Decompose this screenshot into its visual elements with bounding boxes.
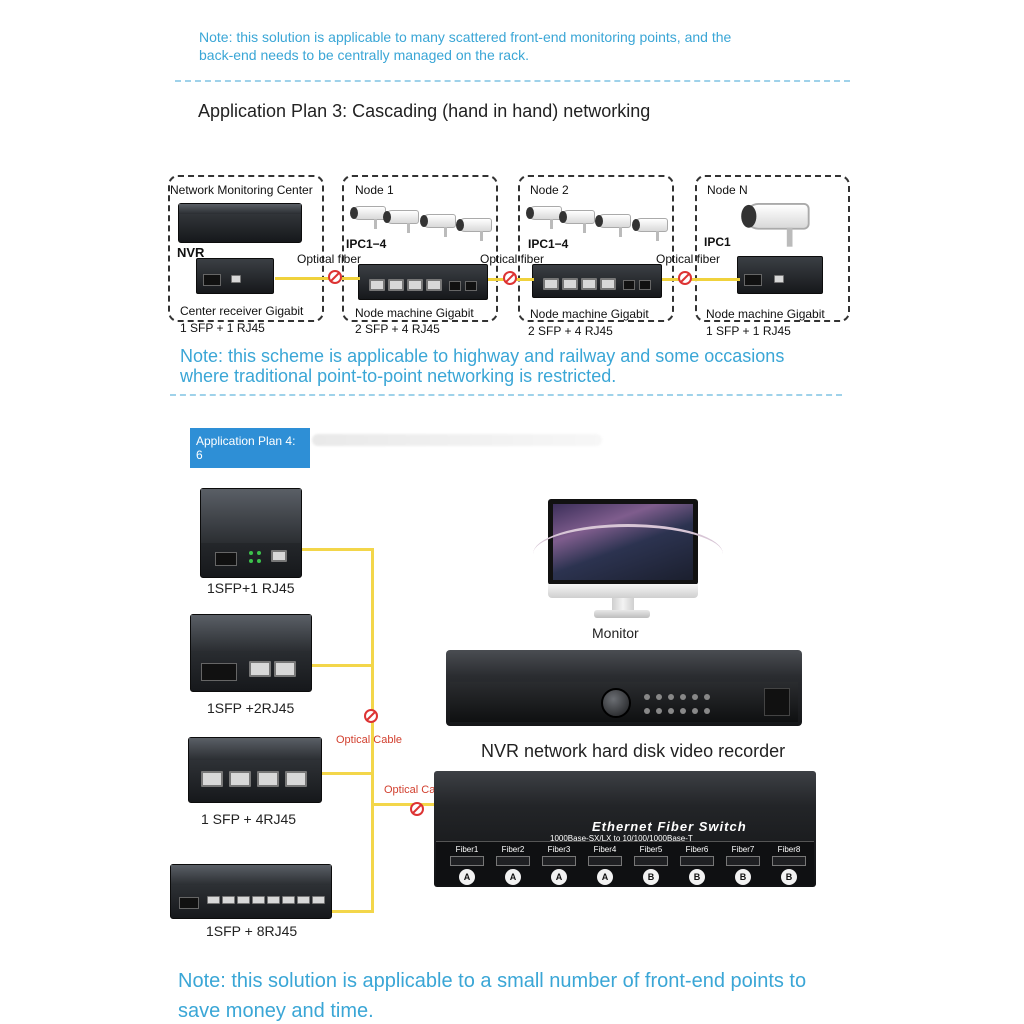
- media-converter-1sfp-1rj45: [200, 488, 302, 578]
- ethernet-fiber-switch: Ethernet Fiber Switch 1000Base-SX/LX to …: [434, 771, 816, 887]
- center-spec: 1 SFP + 1 RJ45: [180, 321, 265, 335]
- cable-segment: [300, 548, 372, 551]
- fiber-label-2: Optical fiber: [480, 252, 545, 266]
- fiber-link-icon: [678, 271, 692, 285]
- node1-heading: Node 1: [355, 183, 394, 197]
- device2-caption: 1SFP +2RJ45: [207, 700, 295, 716]
- center-heading: Network Monitoring Center: [170, 183, 313, 197]
- node2-switch: [532, 264, 662, 298]
- switch-1sfp-4rj45: [188, 737, 322, 803]
- fiber-label-1: Optical fiber: [297, 252, 362, 266]
- center-device-label: Center receiver Gigabit: [180, 304, 304, 318]
- node2-spec: 2 SFP + 4 RJ45: [528, 324, 613, 338]
- nodeN-device: [737, 256, 823, 294]
- nodeN-device-label: Node machine Gigabit: [706, 307, 825, 321]
- node2-device-label: Node machine Gigabit: [530, 307, 649, 321]
- device1-caption: 1SFP+1 RJ45: [207, 580, 295, 596]
- fiber-port-tag: B: [689, 869, 705, 885]
- fiber-port-tag: B: [781, 869, 797, 885]
- plan3-note-line2: where traditional point-to-point network…: [180, 366, 617, 386]
- node2-box: [518, 175, 674, 322]
- cable-icon: [410, 802, 424, 816]
- monitor-chin: [548, 584, 698, 598]
- nvr-label: NVR: [177, 245, 205, 260]
- nodeN-spec: 1 SFP + 1 RJ45: [706, 324, 791, 338]
- top-note-line1: Note: this solution is applicable to man…: [199, 29, 732, 45]
- top-note: Note: this solution is applicable to man…: [199, 28, 819, 64]
- node2-cam-label: IPC1−4: [528, 237, 569, 251]
- monitor-screen: [533, 499, 723, 585]
- fiber-port-name: Fiber5: [639, 845, 663, 854]
- cable-segment: [310, 664, 372, 667]
- monitor-stand: [612, 598, 634, 612]
- plan4-note: Note: this solution is applicable to a s…: [178, 966, 858, 1024]
- nodeN-box: [695, 175, 850, 322]
- device4-caption: 1SFP + 8RJ45: [206, 923, 298, 939]
- divider-2: [170, 394, 842, 396]
- cable-label-2: Optical Cable: [384, 784, 451, 796]
- nodeN-cam-label: IPC1: [704, 235, 731, 249]
- switch-1sfp-8rj45: [170, 864, 332, 919]
- fiber-label-3: Optical fiber: [656, 252, 721, 266]
- fiber-link-icon: [503, 271, 517, 285]
- nvr-recorder: [446, 650, 802, 726]
- node2-heading: Node 2: [530, 183, 569, 197]
- node1-cam-label: IPC1−4: [346, 237, 387, 251]
- fiber-switch-title: Ethernet Fiber Switch: [592, 819, 747, 834]
- node1-switch: [358, 264, 488, 300]
- fiber-port-name: Fiber6: [685, 845, 709, 854]
- monitor-caption: Monitor: [592, 625, 639, 641]
- node1-spec: 2 SFP + 4 RJ45: [355, 322, 440, 336]
- node1-device-label: Node machine Gigabit: [355, 306, 474, 320]
- cable-segment: [330, 910, 372, 913]
- cable-trunk: [371, 548, 374, 913]
- fiber-port-name: Fiber2: [501, 845, 525, 854]
- plan4-tag-blurred: [312, 434, 602, 446]
- device3-caption: 1 SFP + 4RJ45: [201, 811, 297, 827]
- fiber-port-tag: A: [597, 869, 613, 885]
- fiber-port-name: Fiber3: [547, 845, 571, 854]
- plan3-note-line1: Note: this scheme is applicable to highw…: [180, 346, 785, 366]
- fiber-link-icon: [328, 270, 342, 284]
- cable-segment: [320, 772, 372, 775]
- center-box: [168, 175, 324, 322]
- plan4-note-line2: save money and time.: [178, 1000, 374, 1022]
- fiber-port-name: Fiber7: [731, 845, 755, 854]
- fiber-link: [662, 278, 740, 281]
- cable-icon: [364, 709, 378, 723]
- fiber-port-name: Fiber4: [593, 845, 617, 854]
- nodeN-heading: Node N: [707, 183, 748, 197]
- media-converter-1sfp-2rj45: [190, 614, 312, 692]
- node1-box: [342, 175, 498, 322]
- nvr-device: [178, 203, 302, 243]
- plan4-note-line1: Note: this solution is applicable to a s…: [178, 970, 807, 992]
- nvr-caption: NVR network hard disk video recorder: [481, 741, 786, 761]
- fiber-port-tag: A: [459, 869, 475, 885]
- fiber-port-tag: B: [643, 869, 659, 885]
- cable-label-1: Optical Cable: [336, 734, 403, 746]
- plan4-tag: Application Plan 4: 6: [190, 428, 310, 468]
- fiber-port-tag: A: [551, 869, 567, 885]
- center-receiver-device: [196, 258, 274, 294]
- fiber-port-tag: A: [505, 869, 521, 885]
- fiber-port-tag: B: [735, 869, 751, 885]
- top-note-line2: back-end needs to be centrally managed o…: [199, 47, 529, 63]
- monitor-base: [594, 610, 650, 618]
- fiber-port-name: Fiber8: [777, 845, 801, 854]
- plan3-note: Note: this scheme is applicable to highw…: [180, 346, 840, 386]
- divider-1: [175, 80, 850, 82]
- fiber-switch-subtitle: 1000Base-SX/LX to 10/100/1000Base-T: [550, 834, 693, 843]
- fiber-port-name: Fiber1: [455, 845, 479, 854]
- fiber-link: [275, 277, 360, 280]
- plan3-title: Application Plan 3: Cascading (hand in h…: [198, 101, 651, 121]
